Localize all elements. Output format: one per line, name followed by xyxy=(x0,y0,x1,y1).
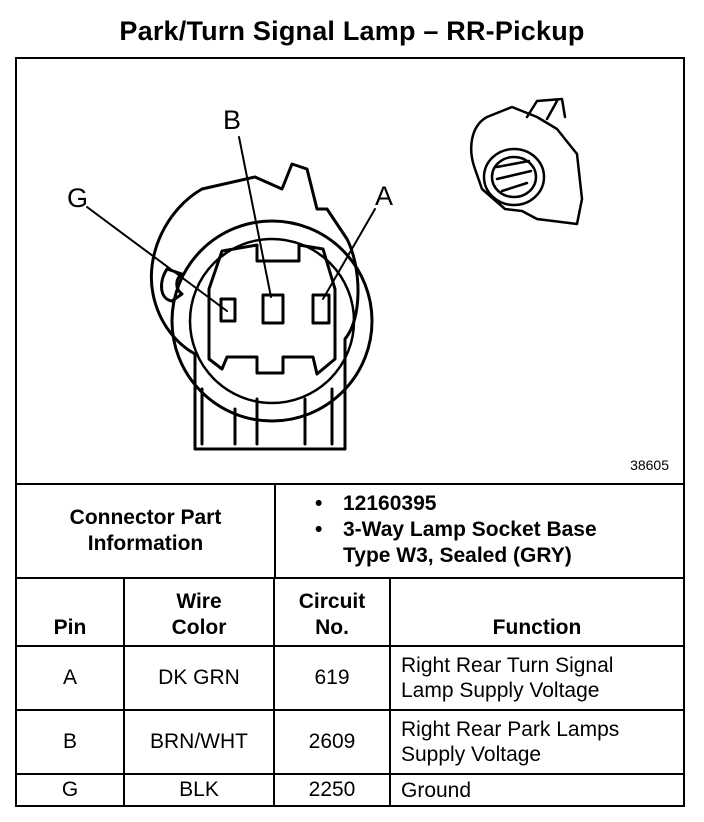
pin-table: Pin Wire Color Circuit No. Function A DK… xyxy=(17,579,683,805)
header-circuit: Circuit No. xyxy=(273,579,391,647)
cell-circuit: 619 xyxy=(273,645,391,711)
terminal-g xyxy=(219,297,237,323)
cell-circuit: 2609 xyxy=(273,709,391,775)
cell-function: Ground xyxy=(389,773,683,805)
cell-function: Right Rear Turn Signal Lamp Supply Volta… xyxy=(389,645,683,711)
cell-circuit: 2250 xyxy=(273,773,391,805)
leader-a xyxy=(322,208,376,300)
leader-b xyxy=(238,136,272,298)
socket-legs xyxy=(200,387,334,446)
socket-lug xyxy=(160,267,184,303)
socket-insert xyxy=(207,243,337,376)
socket-bezel-outer xyxy=(170,219,374,423)
cell-function: Right Rear Park Lamps Supply Voltage xyxy=(389,709,683,775)
cell-wire-color: DK GRN xyxy=(123,645,275,711)
connector-info-item: • 3-Way Lamp Socket Base Type W3, Sealed … xyxy=(277,517,677,569)
terminal-b xyxy=(261,293,285,325)
connector-part-number: 12160395 xyxy=(343,492,437,515)
connector-info-label: Connector Part Information xyxy=(17,485,276,577)
table-row: B BRN/WHT 2609 Right Rear Park Lamps Sup… xyxy=(17,709,683,775)
header-pin: Pin xyxy=(17,579,125,647)
cell-wire-color: BRN/WHT xyxy=(123,709,275,775)
header-wire-color: Wire Color xyxy=(123,579,275,647)
connector-info: Connector Part Information • 12160395 • 3-… xyxy=(17,483,683,579)
connector-frame: G B A 38605 Connector Part Information •… xyxy=(15,57,685,807)
leader-g xyxy=(86,206,228,312)
cell-pin: G xyxy=(17,773,125,805)
cell-pin: A xyxy=(17,645,125,711)
pin-label-a: A xyxy=(375,181,393,211)
pin-table-header: Pin Wire Color Circuit No. Function xyxy=(17,579,683,647)
header-function: Function xyxy=(389,579,683,647)
cell-pin: B xyxy=(17,709,125,775)
connector-info-list: • 12160395 • 3-Way Lamp Socket Base Type W… xyxy=(277,491,677,569)
table-row: A DK GRN 619 Right Rear Turn Signal Lamp… xyxy=(17,645,683,711)
connector-description: 3-Way Lamp Socket Base Type W3, Sealed (… xyxy=(343,518,597,567)
socket-bezel-inner xyxy=(188,237,356,405)
figure-code: 38605 xyxy=(630,457,669,473)
page-title: Park/Turn Signal Lamp – RR-Pickup xyxy=(119,16,585,46)
connector-diagram: G B A 38605 xyxy=(17,59,683,483)
pin-label-g: G xyxy=(67,183,88,213)
bullet-icon: • xyxy=(315,518,323,541)
pin-label-b: B xyxy=(223,105,241,135)
terminal-a xyxy=(311,293,331,325)
table-row: G BLK 2250 Ground xyxy=(17,773,683,805)
socket-isometric-view xyxy=(470,97,584,226)
cell-wire-color: BLK xyxy=(123,773,275,805)
connector-illustration: G B A xyxy=(67,97,584,451)
socket-shell xyxy=(149,162,360,451)
bullet-icon: • xyxy=(315,492,323,515)
connector-info-item: • 12160395 xyxy=(277,491,677,517)
